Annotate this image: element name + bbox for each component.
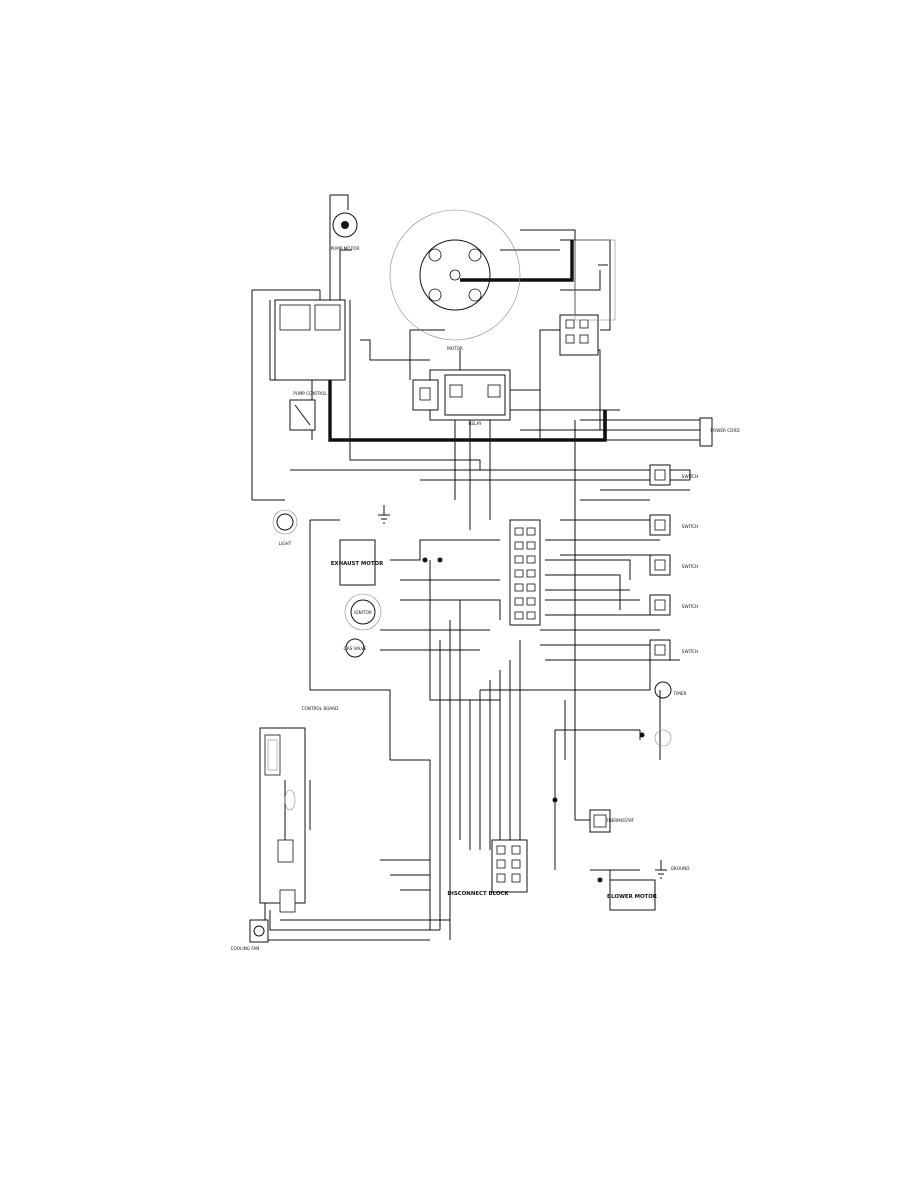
- motor: MOTOR: [389, 209, 521, 351]
- blower-motor: BLOWER MOTOR: [607, 879, 658, 911]
- junction-dots: [422, 557, 645, 883]
- ignitor: IGNITOR: [344, 593, 382, 631]
- ground-label: GROUND: [671, 866, 690, 871]
- top-relay-label: RELAY: [468, 421, 482, 426]
- switch-1: SWITCH: [649, 464, 698, 486]
- exhaust-motor: EXHAUST MOTOR: [331, 539, 384, 586]
- switch-4: SWITCH: [649, 594, 698, 616]
- pump-motor-label: PUMP MOTOR: [331, 246, 360, 251]
- control-board-label: CONTROL BOARD: [302, 706, 339, 711]
- control-board: CONTROL BOARD: [259, 706, 339, 913]
- motor-junction: [559, 239, 616, 356]
- switch-3-label: SWITCH: [682, 564, 698, 569]
- gas-valve: GAS VALVE: [344, 638, 367, 658]
- thermostat-label: THERMOSTAT: [605, 818, 635, 823]
- power-cord: POWER CORD: [699, 417, 740, 447]
- switch-1-label: SWITCH: [682, 474, 698, 479]
- timer: TIMER: [654, 681, 687, 747]
- exhaust-motor-label: EXHAUST MOTOR: [331, 561, 384, 567]
- pump-control-label: PUMP CONTROL: [293, 391, 327, 396]
- switch-5: SWITCH: [649, 639, 698, 661]
- light: LIGHT: [272, 509, 298, 546]
- top-relay: RELAY: [412, 374, 506, 426]
- pump-motor: PUMP MOTOR: [331, 212, 360, 251]
- ground-symbol: [378, 505, 390, 524]
- switch-2: SWITCH: [649, 514, 698, 536]
- disconnect-block-label: DISCONNECT BLOCK: [447, 891, 509, 897]
- cooling-fan-label: COOLING FAN: [231, 946, 260, 951]
- switch-5-label: SWITCH: [682, 649, 698, 654]
- switch-2-label: SWITCH: [682, 524, 698, 529]
- switch-3: SWITCH: [649, 554, 698, 576]
- thermostat: THERMOSTAT: [589, 809, 635, 833]
- pump-control: PUMP CONTROL: [274, 299, 346, 431]
- motor-label: MOTOR: [447, 346, 463, 351]
- blower-motor-label: BLOWER MOTOR: [607, 894, 658, 900]
- ignitor-label: IGNITOR: [354, 610, 372, 615]
- disconnect-block: DISCONNECT BLOCK: [447, 839, 528, 897]
- switch-4-label: SWITCH: [682, 604, 698, 609]
- light-label: LIGHT: [279, 541, 292, 546]
- cooling-fan: COOLING FAN: [231, 919, 269, 951]
- heavy-wire-runs: [328, 240, 607, 442]
- power-cord-label: POWER CORD: [710, 428, 739, 433]
- ground-symbol-blower: GROUND: [655, 860, 690, 879]
- timer-label: TIMER: [673, 691, 687, 696]
- terminal-block: [509, 519, 541, 626]
- gas-valve-label: GAS VALVE: [344, 646, 367, 651]
